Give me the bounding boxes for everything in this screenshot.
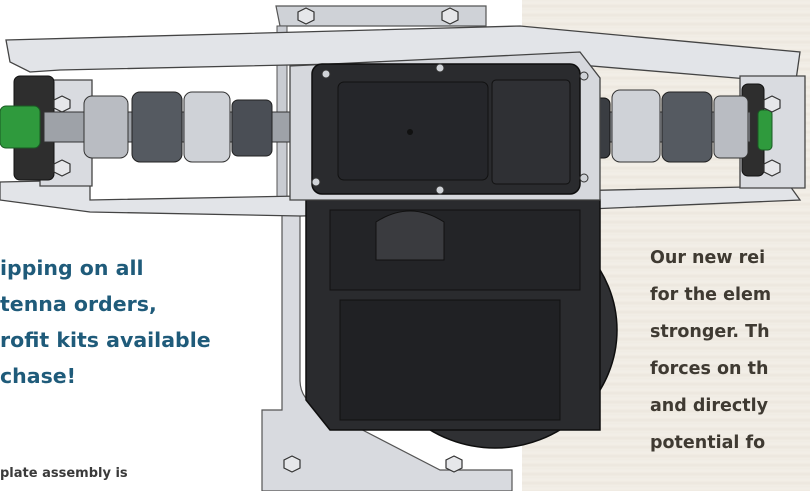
right-coupling-2 xyxy=(611,89,661,163)
top-bracket xyxy=(5,25,801,81)
bolt-left-upper xyxy=(53,95,71,113)
promo-line-1: ipping on all xyxy=(0,256,144,280)
gearbox-right-block xyxy=(491,79,571,185)
right-green-cable xyxy=(757,109,773,151)
bolt-bottom-left xyxy=(283,455,301,473)
screw-3 xyxy=(311,177,321,187)
screw-2 xyxy=(435,63,445,73)
description-line-4: forces on th xyxy=(650,359,769,379)
description-line-3: stronger. Th xyxy=(650,322,770,342)
lower-housing-cutout xyxy=(375,210,445,261)
promo-line-3: rofit kits available xyxy=(0,328,211,352)
lower-housing-upper-block xyxy=(329,209,581,291)
bolt-bottom-right xyxy=(445,455,463,473)
screw-6 xyxy=(579,173,589,183)
bolt-right-upper xyxy=(763,95,781,113)
bolt-right-lower xyxy=(763,159,781,177)
gearbox-inner-block xyxy=(337,81,489,181)
promo-line-2: tenna orders, xyxy=(0,292,157,316)
screws xyxy=(311,63,589,195)
left-coupling-3 xyxy=(183,91,231,163)
description-line-2: for the elem xyxy=(650,285,772,305)
bolts xyxy=(53,7,781,473)
left-coupling-2 xyxy=(131,91,183,163)
description-line-1: Our new rei xyxy=(650,248,766,268)
description-line-5: and directly xyxy=(650,396,769,416)
screw-4 xyxy=(435,185,445,195)
description-text: Our new rei for the elem stronger. Th fo… xyxy=(650,240,771,462)
bolt-top-right xyxy=(441,7,459,25)
promo-heading: ipping on all tenna orders, rofit kits a… xyxy=(0,250,300,394)
left-coupling-4 xyxy=(231,99,273,157)
bolt-top-left xyxy=(297,7,315,25)
promo-line-4: chase! xyxy=(0,364,77,388)
right-coupling-3 xyxy=(661,91,713,163)
back-plate xyxy=(275,5,487,27)
screw-1 xyxy=(321,69,331,79)
description-line-6: potential fo xyxy=(650,433,766,453)
right-coupling-4 xyxy=(713,95,749,159)
left-coupling-1 xyxy=(83,95,129,159)
screw-5 xyxy=(579,71,589,81)
left-green-cable xyxy=(0,105,41,149)
promo-subtext: plate assembly is xyxy=(0,466,128,481)
lower-housing-lower-block xyxy=(339,299,561,421)
bolt-left-lower xyxy=(53,159,71,177)
gearbox-center-hole xyxy=(407,129,413,135)
